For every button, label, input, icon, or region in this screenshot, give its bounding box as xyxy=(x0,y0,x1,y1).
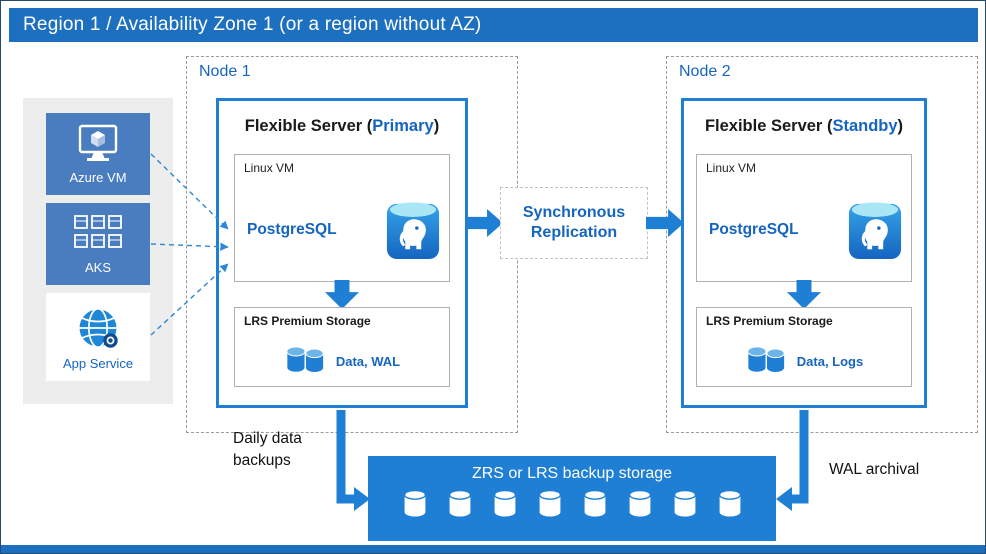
backup-cylinders-row xyxy=(368,489,776,518)
database-stack-icon xyxy=(284,346,326,376)
flexible-server-standby-title: Flexible Server (Standby) xyxy=(684,117,924,136)
linux-vm-box-primary: Linux VM PostgreSQL xyxy=(234,154,450,282)
title-prefix: Flexible Server ( xyxy=(704,117,833,135)
synchronous-replication-label: Synchronous Replication xyxy=(500,187,648,259)
title-suffix: ) xyxy=(897,117,904,135)
postgresql-icon xyxy=(847,199,903,261)
service-aks: AKS xyxy=(46,203,150,285)
postgresql-icon xyxy=(385,199,441,261)
lrs-storage-title: LRS Premium Storage xyxy=(706,314,833,328)
bottom-accent-bar xyxy=(1,545,985,553)
arrow-vm-to-storage xyxy=(325,280,359,309)
database-cylinder-icon xyxy=(717,489,743,518)
replication-line1: Synchronous xyxy=(522,204,626,221)
postgresql-label: PostgreSQL xyxy=(709,221,799,238)
flexible-server-primary: Flexible Server (Primary) Linux VM Postg… xyxy=(216,98,468,408)
lrs-storage-title: LRS Premium Storage xyxy=(244,314,371,328)
database-cylinder-icon xyxy=(582,489,608,518)
database-cylinder-icon xyxy=(627,489,653,518)
daily-backups-annotation: Daily data backups xyxy=(233,428,302,473)
title-suffix: ) xyxy=(433,117,440,135)
app-service-icon xyxy=(73,303,123,353)
node1-label: Node 1 xyxy=(199,63,251,80)
linux-vm-label: Linux VM xyxy=(244,161,295,175)
flexible-server-standby: Flexible Server (Standby) Linux VM Postg… xyxy=(681,98,927,408)
node2-label: Node 2 xyxy=(679,63,731,80)
database-stack-icon xyxy=(745,346,787,376)
daily-backups-line1: Daily data xyxy=(233,430,302,447)
replication-line2: Replication xyxy=(530,224,618,241)
storage-contents-label: Data, Logs xyxy=(796,353,864,369)
client-services-panel: Azure VM xyxy=(23,98,173,404)
lrs-storage-standby: LRS Premium Storage Data, Logs xyxy=(696,307,912,387)
database-cylinder-icon xyxy=(672,489,698,518)
server-role: Standby xyxy=(832,117,898,135)
backup-storage-box: ZRS or LRS backup storage xyxy=(368,456,776,541)
backup-storage-title: ZRS or LRS backup storage xyxy=(471,465,673,482)
database-cylinder-icon xyxy=(447,489,473,518)
service-azure-vm: Azure VM xyxy=(46,113,150,195)
wal-archival-annotation: WAL archival xyxy=(829,461,920,478)
azure-vm-icon xyxy=(74,123,122,167)
aks-icon xyxy=(71,213,125,257)
node2-container: Node 2 xyxy=(666,56,978,433)
service-app-service: App Service xyxy=(46,293,150,381)
linux-vm-label: Linux VM xyxy=(706,161,757,175)
service-label: Azure VM xyxy=(69,170,127,185)
server-role: Primary xyxy=(372,117,434,135)
database-cylinder-icon xyxy=(492,489,518,518)
service-label: AKS xyxy=(84,260,111,275)
database-cylinder-icon xyxy=(537,489,563,518)
lrs-storage-primary: LRS Premium Storage Data, WAL xyxy=(234,307,450,387)
linux-vm-box-standby: Linux VM PostgreSQL xyxy=(696,154,912,282)
service-label: App Service xyxy=(62,356,134,371)
region-header: Region 1 / Availability Zone 1 (or a reg… xyxy=(9,8,978,42)
title-prefix: Flexible Server ( xyxy=(244,117,373,135)
daily-backups-line2: backups xyxy=(233,452,291,470)
storage-contents-label: Data, WAL xyxy=(335,353,401,369)
region-title: Region 1 / Availability Zone 1 (or a reg… xyxy=(23,14,482,35)
arrow-vm-to-storage xyxy=(787,280,821,309)
database-cylinder-icon xyxy=(402,489,428,518)
postgresql-label: PostgreSQL xyxy=(247,221,337,238)
flexible-server-primary-title: Flexible Server (Primary) xyxy=(219,117,465,136)
